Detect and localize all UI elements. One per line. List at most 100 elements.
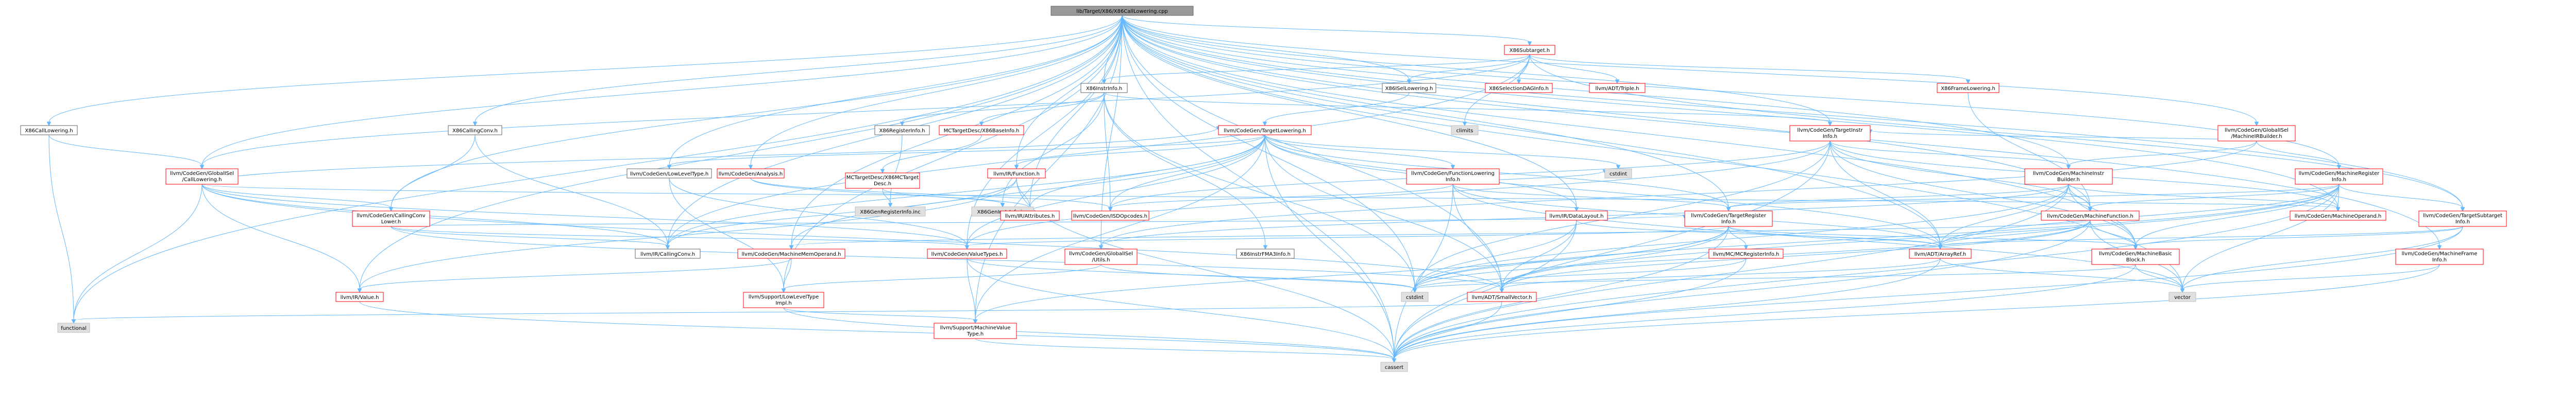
node-cg_globalisel_calllowering[interactable]: llvm/CodeGen/GlobalISel/CallLowering.h [165,168,239,185]
node-ir_attributes[interactable]: llvm/IR/Attributes.h [1000,210,1060,221]
node-label: cstdint [1609,171,1627,177]
node-adt_smallvector[interactable]: llvm/ADT/SmallVector.h [1467,292,1537,302]
edge-cg_globalisel_utils-to-support_lowleveltypeimpl [783,264,1101,290]
node-label: llvm/CodeGen/MachineFrame [2402,251,2478,257]
node-box [927,249,1007,259]
edge-arrowhead [2088,207,2093,212]
edge-cg_machineinstrbuilder-to-adt_arrayref [1940,184,2069,246]
node-box [2395,249,2484,265]
node-label: llvm/IR/Function.h [993,171,1040,177]
edge-x86subtarget-to-cg_globalisel_calllowering [201,54,1530,166]
node-functional[interactable]: functional [57,323,90,333]
node-box [626,168,712,179]
edge-root-to-support_machinevaluetype [975,15,1123,321]
node-label: llvm/CodeGen/MachineOperand.h [2295,214,2381,219]
node-cstdint[interactable]: cstdint [1401,292,1429,302]
edges-layer [46,15,2465,363]
nodes-layer: lib/Target/X86/X86CallLowering.cppX86Sub… [20,6,2507,372]
node-ir_datalayout[interactable]: llvm/IR/DataLayout.h [1545,210,1608,221]
node-box [934,323,1017,339]
node-x86calllowering[interactable]: X86CallLowering.h [20,125,78,135]
node-label: llvm/CodeGen/ISDOpcodes.h [1073,214,1147,219]
node-cg_valuetypes[interactable]: llvm/CodeGen/ValueTypes.h [927,249,1007,259]
edge-cg_targetsubtargetinfo-to-adt_arrayref [1940,226,2463,246]
node-label: llvm/CodeGen/GlobalISel [1069,251,1133,257]
node-box [335,292,384,302]
node-cg_isdopcodes[interactable]: llvm/CodeGen/ISDOpcodes.h [1071,210,1149,221]
node-x86callingconv[interactable]: X86CallingConv.h [448,125,502,135]
node-box [717,168,785,179]
node-x86subtarget[interactable]: X86Subtarget.h [1504,45,1555,55]
node-adt_triple[interactable]: llvm/ADT/Triple.h [1589,83,1646,93]
node-root[interactable]: lib/Target/X86/X86CallLowering.cpp [1050,6,1194,16]
node-x86isellowering[interactable]: X86ISelLowering.h [1382,83,1436,93]
node-label: /MachineIRBuilder.h [2231,134,2282,139]
node-ir_value[interactable]: llvm/IR/Value.h [335,292,384,302]
node-cg_targetlowering[interactable]: llvm/CodeGen/TargetLowering.h [1218,125,1312,135]
edge-cg_targetinstrinfo-to-cassert [1394,140,1831,360]
node-cg_globalisel_mib[interactable]: llvm/CodeGen/GlobalISel/MachineIRBuilder… [2217,125,2296,142]
edge-arrowhead [1412,288,1417,293]
edge-x86callingconv-to-ir_callingconv [474,134,668,246]
edge-cg_targetlowering-to-cassert [1264,134,1395,360]
node-ir_callingconv[interactable]: llvm/IR/CallingConv.h [635,249,701,259]
edge-arrowhead [1098,245,1104,250]
node-cg_machinefunction[interactable]: llvm/CodeGen/MachineFunction.h [2041,210,2140,221]
node-box [2295,168,2383,185]
node-x86genregisterinfo[interactable]: X86GenRegisterInfo.inc [855,206,926,217]
edge-root-to-cg_machinebasicblock [1122,15,2136,246]
edge-arrowhead [2133,245,2138,250]
node-box [2290,210,2386,221]
edge-cg_targetregisterinfo-to-cg_valuetypes [967,226,1729,246]
node-x86instrfmainfo[interactable]: X86InstrFMA3Info.h [1236,249,1295,259]
node-vector[interactable]: vector [2168,292,2196,302]
edge-cg_machineinstrbuilder-to-cassert [1394,184,2069,360]
edge-arrowhead [71,319,76,324]
node-adt_arrayref[interactable]: llvm/ADT/ArrayRef.h [1909,249,1972,259]
node-box [2091,249,2180,265]
node-cg_globalisel_utils[interactable]: llvm/CodeGen/GlobalISel/Utils.h [1064,249,1138,265]
node-label: llvm/CodeGen/MachineMemOperand.h [742,252,841,257]
node-x86instrinfo[interactable]: X86InstrInfo.h [1080,83,1128,93]
edge-cg_functionloweringinfo-to-cg_isdopcodes [1110,184,1453,208]
node-x86registerinfo[interactable]: X86RegisterInfo.h [874,125,930,135]
node-climits[interactable]: climits [1451,125,1479,135]
node-label: llvm/ADT/Triple.h [1596,86,1639,92]
edge-arrowhead [1827,121,1833,127]
node-cg_machinememoperand[interactable]: llvm/CodeGen/MachineMemOperand.h [737,249,845,259]
node-cg_lowleveltype[interactable]: llvm/CodeGen/LowLevelType.h [626,168,712,179]
edge-arrowhead [748,165,753,170]
node-cassert[interactable]: cassert [1380,362,1408,372]
node-x86selectiondaginfo[interactable]: X86SelectionDAGInfo.h [1485,83,1553,93]
node-mc_mcregisterinfo[interactable]: llvm/MC/MCRegisterInfo.h [1708,249,1784,259]
node-cg_machineoperand[interactable]: llvm/CodeGen/MachineOperand.h [2290,210,2386,221]
node-x86framelowering[interactable]: X86FrameLowering.h [1937,83,1999,93]
node-mc_x86baseinfo[interactable]: MCTargetDesc/X86BaseInfo.h [939,125,1024,135]
node-box [1589,83,1646,93]
edge-x86instrinfo-to-cg_isdopcodes [1104,92,1111,208]
node-ir_function[interactable]: llvm/IR/Function.h [987,168,1046,179]
edge-x86subtarget-to-x86framelowering [1529,54,1969,81]
node-label: X86GenRegisterInfo.inc [860,209,921,215]
node-label: llvm/Support/LowLevelType [749,294,819,300]
node-label: llvm/CodeGen/CallingConv [357,213,425,219]
node-cstdint_grey[interactable]: cstdint [1604,168,1632,179]
node-cg_analysis[interactable]: llvm/CodeGen/Analysis.h [717,168,785,179]
edge-cg_machineframeinfo-to-vector [2182,264,2440,290]
edge-arrowhead [781,288,786,293]
edge-arrowhead [2066,165,2071,170]
node-label: llvm/CodeGen/LowLevelType.h [630,171,708,177]
edge-cg_valuetypes-to-support_machinevaluetype [967,258,976,321]
